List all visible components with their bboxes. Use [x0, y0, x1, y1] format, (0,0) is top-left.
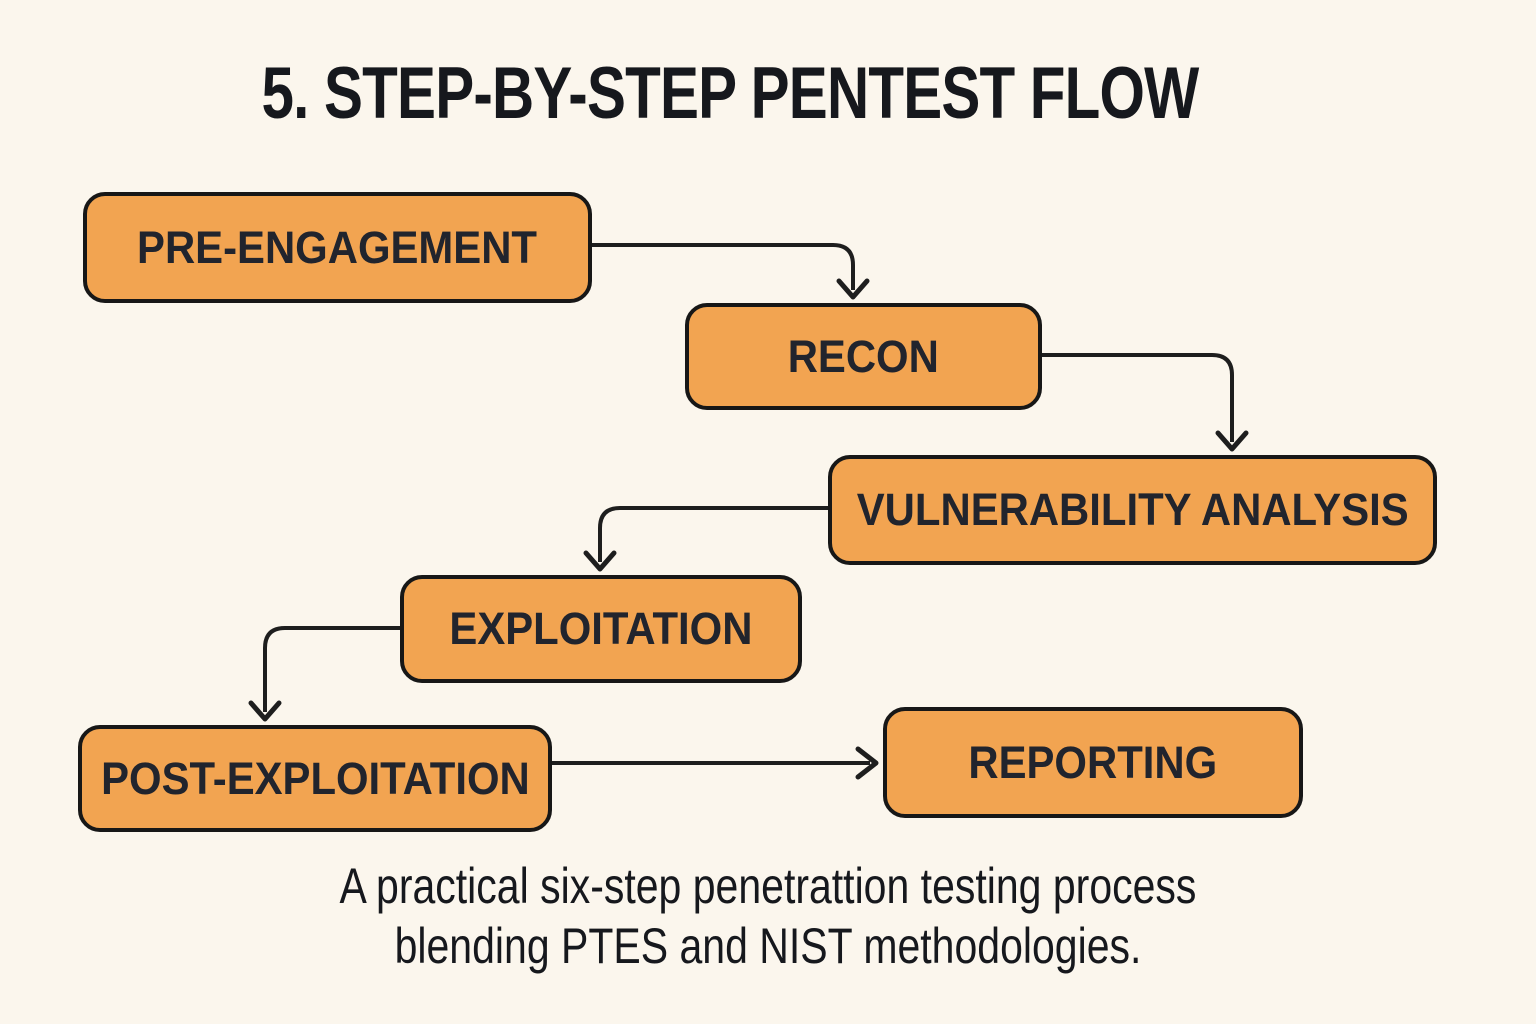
caption-line-2: blending PTES and NIST methodologies.: [394, 918, 1142, 974]
flow-node-pre-engagement: PRE-ENGAGEMENT: [83, 192, 592, 303]
flow-node-exploitation: EXPLOITATION: [400, 575, 802, 683]
flow-node-label: PRE-ENGAGEMENT: [137, 221, 538, 273]
edge-exploitation-to-post-exploitation: [248, 626, 400, 722]
edge-vulnerability-analysis-to-exploitation: [583, 506, 828, 572]
flow-node-reporting: REPORTING: [883, 707, 1303, 818]
page-title: 5. STEP-BY-STEP PENTEST FLOW: [261, 53, 1199, 134]
edge-post-exploitation-to-reporting: [552, 746, 879, 780]
edge-pre-engagement-to-recon: [592, 243, 870, 300]
caption-line-1: A practical six-step penetrattion testin…: [339, 858, 1197, 914]
flow-node-label: POST-EXPLOITATION: [100, 752, 530, 804]
diagram-caption: A practical six-step penetrattion testin…: [0, 856, 1536, 976]
edge-recon-to-vulnerability-analysis: [1042, 353, 1249, 452]
flow-node-label: VULNERABILITY ANALYSIS: [856, 484, 1409, 535]
flow-node-label: RECON: [787, 330, 940, 382]
flow-node-label: EXPLOITATION: [449, 603, 753, 654]
flow-node-recon: RECON: [685, 303, 1042, 410]
flow-node-label: REPORTING: [968, 736, 1218, 788]
flow-node-post-exploitation: POST-EXPLOITATION: [78, 725, 552, 832]
flow-node-vulnerability-analysis: VULNERABILITY ANALYSIS: [828, 455, 1437, 565]
